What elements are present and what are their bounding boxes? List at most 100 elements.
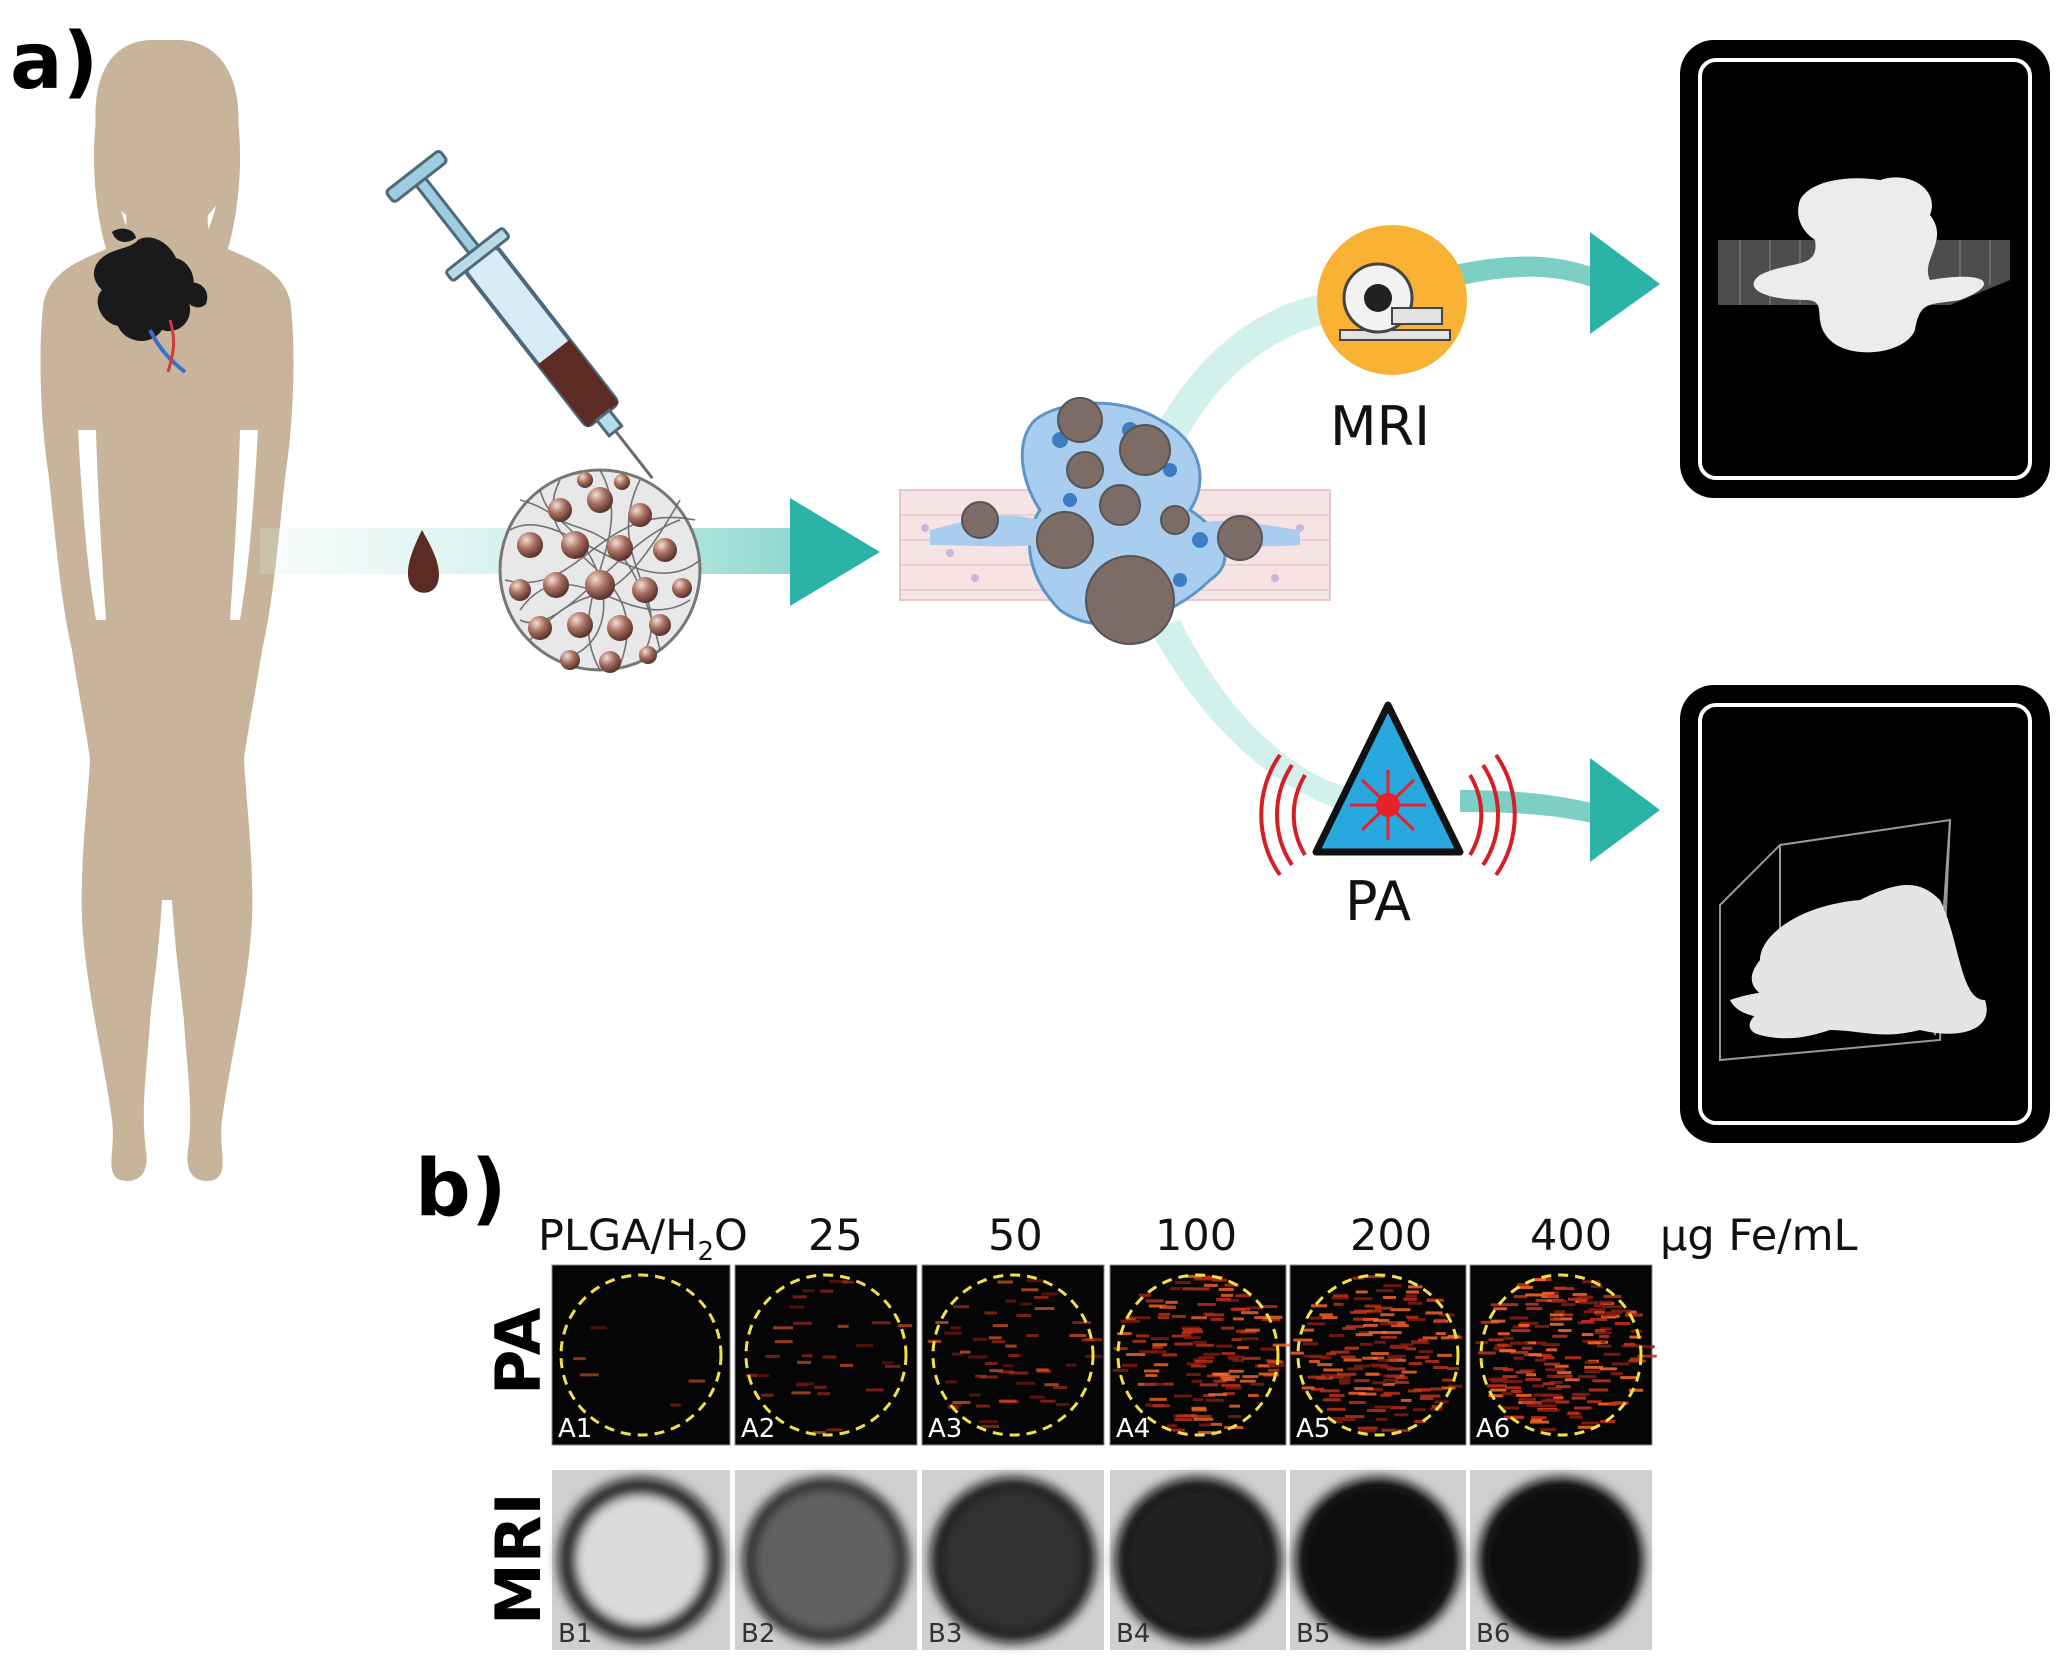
pa-signal-speck (980, 1375, 998, 1379)
pa-signal-speck (1190, 1364, 1207, 1368)
tile-id-label: B6 (1476, 1619, 1510, 1649)
pa-signal-speck (1323, 1398, 1341, 1402)
row-label-pa: PA (482, 1307, 555, 1395)
column-header-4: 200 (1350, 1211, 1432, 1261)
pa-signal-speck (1272, 1343, 1290, 1347)
column-headers: PLGA/H2O 25 50 100 200 400 µg Fe/mL (538, 1211, 1858, 1267)
pa-signal-speck (837, 1324, 849, 1328)
pa-signal-speck (1191, 1408, 1207, 1412)
pa-signal-speck (1199, 1423, 1211, 1427)
pa-signal-speck (1383, 1378, 1399, 1382)
pa-signal-speck (1170, 1287, 1181, 1291)
pa-signal-speck (897, 1324, 913, 1328)
pa-signal-speck (1315, 1376, 1334, 1380)
pa-signal-speck (1353, 1297, 1373, 1301)
pa-signal-speck (1144, 1369, 1160, 1373)
pa-signal-speck (1326, 1352, 1337, 1356)
pa-signal-speck (1525, 1293, 1543, 1297)
pa-signal-speck (1331, 1296, 1350, 1300)
pa-signal-speck (1411, 1341, 1430, 1345)
pa-signal-speck (1435, 1332, 1446, 1336)
pa-signal-speck (1166, 1424, 1178, 1428)
pa-signal-speck (1602, 1305, 1622, 1309)
pa-signal-speck (1406, 1290, 1420, 1294)
pa-signal-speck (1149, 1397, 1167, 1401)
pa-signal-speck (1186, 1362, 1202, 1366)
pa-signal-speck (999, 1400, 1020, 1404)
pa-signal-speck (1519, 1321, 1539, 1325)
pa-signal-speck (1348, 1391, 1366, 1395)
pa-signal-speck (1376, 1289, 1394, 1293)
pa-signal-speck (1333, 1294, 1349, 1298)
pa-signal-speck (1603, 1352, 1621, 1356)
pa-signal-speck (1332, 1420, 1343, 1424)
pa-signal-speck (1144, 1382, 1164, 1386)
pa-signal-speck (1572, 1293, 1587, 1297)
pa-signal-speck (1587, 1341, 1601, 1345)
pa-signal-speck (1020, 1302, 1032, 1306)
pa-signal-speck (1210, 1422, 1222, 1426)
pa-signal-speck (1500, 1406, 1519, 1410)
pa-signal-speck (1542, 1393, 1562, 1397)
nanoparticle-cluster (498, 468, 702, 673)
tile-id-label: A5 (1296, 1414, 1330, 1444)
pa-signal-speck (1626, 1310, 1637, 1314)
pa-signal-speck (1267, 1360, 1284, 1364)
pa-signal-speck (1191, 1287, 1210, 1291)
pa-signal-speck (1041, 1292, 1058, 1296)
pa-signal-speck (1588, 1308, 1606, 1312)
pa-signal-speck (1630, 1357, 1641, 1361)
pa-signal-speck (1373, 1318, 1390, 1322)
pa-signal-speck (1536, 1353, 1552, 1357)
pa-signal-speck (1540, 1428, 1556, 1432)
pa-signal-speck (1171, 1428, 1185, 1432)
pa-tile-A3: A3 (921, 1264, 1105, 1446)
pa-signal-speck (1582, 1339, 1595, 1343)
pa-signal-speck (975, 1404, 990, 1408)
pa-signal-speck (1442, 1378, 1453, 1382)
laser-warning-icon (1259, 701, 1517, 877)
pa-signal-speck (1222, 1378, 1236, 1382)
mri-tile-B4: B4 (1110, 1470, 1286, 1650)
pa-signal-speck (1379, 1321, 1398, 1325)
pa-signal-speck (1176, 1414, 1190, 1418)
pa-signal-speck (1488, 1394, 1504, 1398)
pa-signal-speck (1406, 1315, 1419, 1319)
pa-signal-speck (1499, 1303, 1519, 1307)
pa-signal-speck (1380, 1365, 1394, 1369)
pa-signal-speck (978, 1420, 998, 1424)
pa-signal-speck (988, 1336, 1002, 1340)
pa-signal-speck (1383, 1391, 1400, 1395)
pa-signal-speck (1503, 1415, 1524, 1419)
pa-signal-speck (1163, 1382, 1174, 1386)
pa-signal-speck (1590, 1285, 1603, 1289)
pa-signal-speck (1628, 1388, 1644, 1392)
pa-signal-speck (1478, 1351, 1496, 1355)
pa-signal-speck (1447, 1334, 1460, 1338)
pa-signal-speck (1595, 1312, 1607, 1316)
pa-signal-speck (1347, 1367, 1364, 1371)
pa-signal-speck (1204, 1313, 1225, 1317)
pa-signal-speck (1367, 1331, 1387, 1335)
pa-signal-speck (1113, 1347, 1128, 1351)
pa-signal-speck (1228, 1369, 1244, 1373)
pa-signal-speck (1307, 1322, 1326, 1326)
pa-signal-speck (1225, 1386, 1242, 1390)
pa-signal-speck (1228, 1415, 1242, 1419)
pa-signal-speck (1517, 1283, 1530, 1287)
pa-signal-speck (985, 1361, 998, 1365)
pa-signal-speck (1232, 1359, 1244, 1363)
pa-signal-speck (947, 1403, 962, 1407)
pa-signal-speck (1408, 1362, 1423, 1366)
pa-signal-speck (1380, 1313, 1395, 1317)
pa-signal-speck (1543, 1382, 1555, 1386)
pa-signal-speck (1175, 1280, 1191, 1284)
pa-signal-speck (1191, 1379, 1203, 1383)
pa-signal-speck (935, 1320, 949, 1324)
pa-signal-speck (1584, 1365, 1604, 1369)
pa-signal-speck (1526, 1307, 1543, 1311)
pa-signal-speck (1553, 1286, 1566, 1290)
tile-id-label: A4 (1116, 1414, 1150, 1444)
pa-signal-speck (1354, 1309, 1373, 1313)
